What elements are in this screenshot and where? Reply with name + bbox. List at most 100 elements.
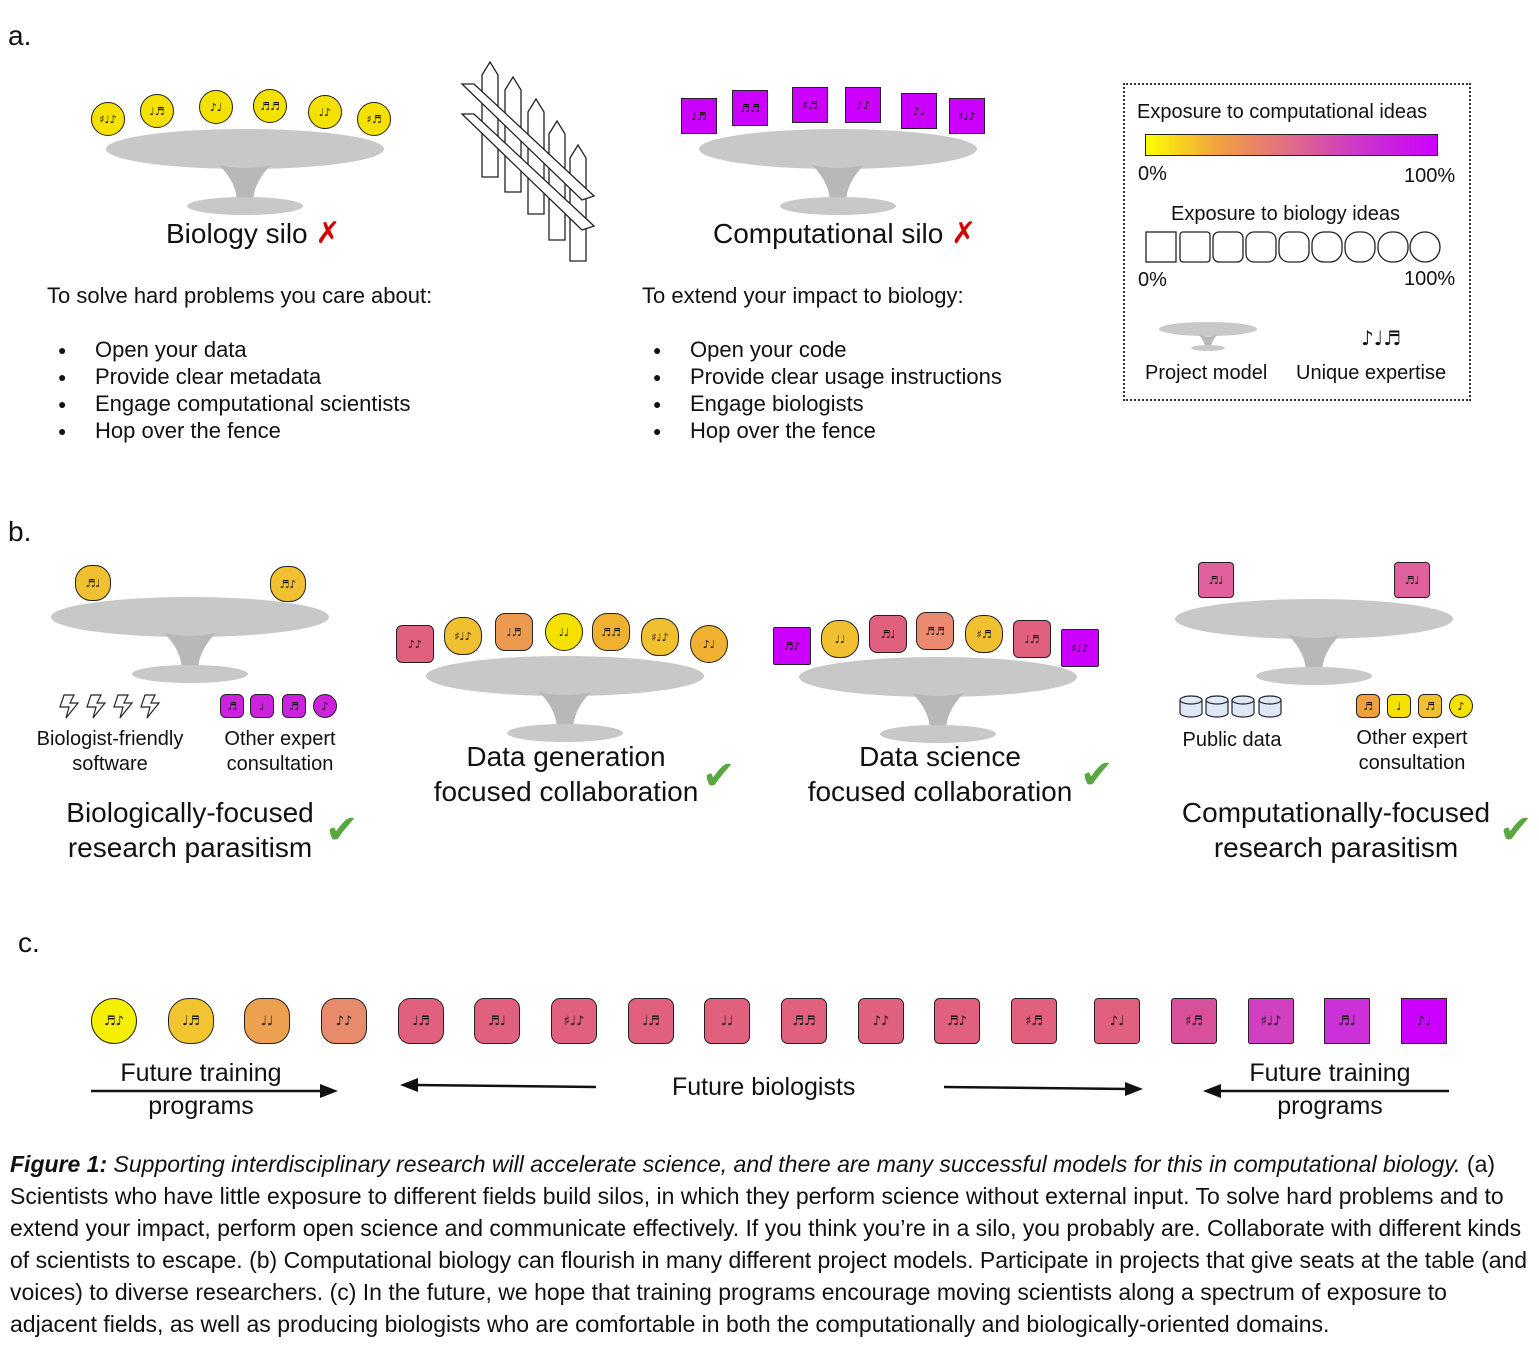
expertise-token-a-comp-1: ♩♬ bbox=[681, 98, 717, 134]
other-expert-line: consultation bbox=[226, 753, 334, 775]
expertise-token-b4-exp-3: ♬ bbox=[1418, 694, 1442, 718]
legend-comp-title: Exposure to computational ideas bbox=[1137, 101, 1428, 123]
arrows bbox=[91, 1078, 1449, 1098]
title-line: focused collaboration bbox=[433, 776, 699, 807]
comp-silo-x-icon: ✗ bbox=[951, 216, 977, 251]
legend-bio-title: Exposure to biology ideas bbox=[1171, 203, 1401, 225]
expertise-token-c-14: ♪♩ bbox=[1094, 998, 1140, 1044]
comp-list: Open your code Provide clear usage instr… bbox=[642, 336, 1002, 445]
legend-project-model: Project model bbox=[1145, 362, 1268, 384]
legend-comp-hundred: 100% bbox=[1404, 165, 1456, 187]
caption-label: Figure 1: bbox=[10, 1151, 108, 1177]
expertise-token-b3-4: ♬♬ bbox=[916, 612, 954, 650]
future-training-line: programs bbox=[1277, 1092, 1383, 1120]
table-bio-parasitism bbox=[51, 597, 329, 683]
expertise-token-b2-5: ♬♬ bbox=[592, 613, 630, 651]
bio-software-line: software bbox=[72, 753, 148, 775]
bio-parasitism-title: Biologically-focused research parasitism bbox=[40, 795, 340, 865]
expertise-token-b1-1: ♬♩ bbox=[75, 565, 111, 601]
bio-silo-title: Biology silo ✗ bbox=[166, 216, 341, 251]
comp-silo-text: Computational silo bbox=[713, 218, 944, 249]
expertise-token-c-17: ♬♩ bbox=[1324, 998, 1370, 1044]
expertise-token-b1-exp-4: ♪ bbox=[313, 694, 337, 718]
expertise-token-a-comp-2: ♬♬ bbox=[732, 90, 768, 126]
caption-body: (a) Scientists who have little exposure … bbox=[10, 1151, 1528, 1337]
future-training-line: Future training bbox=[1249, 1059, 1411, 1087]
table-comp-silo bbox=[699, 129, 977, 215]
expertise-token-b4-exp-1: ♬ bbox=[1356, 694, 1380, 718]
bio-list-item: Engage computational scientists bbox=[47, 390, 411, 418]
expertise-token-b3-2: ♩♩ bbox=[821, 620, 859, 658]
expertise-token-a-bio-3: ♪♩ bbox=[199, 90, 233, 124]
bio-list: Open your data Provide clear metadata En… bbox=[47, 336, 411, 445]
bio-silo-text: Biology silo bbox=[166, 218, 308, 249]
project-model-icon bbox=[1159, 322, 1257, 351]
notes-icon: ♪♩♬ bbox=[1361, 326, 1402, 350]
comp-list-item: Hop over the fence bbox=[642, 417, 1002, 445]
comp-list-item: Open your code bbox=[642, 336, 1002, 364]
panel-a-label: a. bbox=[8, 20, 32, 51]
bio-intro: To solve hard problems you care about: bbox=[47, 283, 433, 308]
legend bbox=[1123, 83, 1471, 401]
expertise-token-b4-exp-4: ♪ bbox=[1449, 694, 1473, 718]
bio-silo-x-icon: ✗ bbox=[315, 216, 341, 251]
expertise-token-c-4: ♪♪ bbox=[321, 998, 367, 1044]
comp-intro: To extend your impact to biology: bbox=[642, 283, 964, 308]
expertise-token-a-bio-6: ♯♬ bbox=[357, 102, 391, 136]
other-expert-line: Other expert bbox=[1356, 727, 1468, 749]
expertise-token-b2-2: ♯♩♪ bbox=[444, 617, 482, 655]
public-data-icons bbox=[1179, 695, 1282, 718]
other-expert-line: Other expert bbox=[224, 728, 336, 750]
comp-other-expert-label: Other expert consultation bbox=[1332, 726, 1492, 776]
bio-parasitism-check-icon: ✔ bbox=[325, 807, 359, 853]
comp-list-item: Provide clear usage instructions bbox=[642, 363, 1002, 391]
expertise-token-c-16: ♯♩♪ bbox=[1248, 998, 1294, 1044]
expertise-token-b2-1: ♪♪ bbox=[396, 625, 434, 663]
expertise-token-c-9: ♩♩ bbox=[704, 998, 750, 1044]
expertise-token-b1-exp-2: ♩ bbox=[250, 694, 274, 718]
expertise-token-c-6: ♬♩ bbox=[474, 998, 520, 1044]
expertise-token-a-comp-6: ♯♩♪ bbox=[949, 98, 985, 134]
expertise-token-c-18: ♪♩ bbox=[1401, 998, 1447, 1044]
bio-exposure-scale bbox=[1145, 231, 1441, 263]
expertise-token-b1-exp-3: ♬ bbox=[282, 694, 306, 718]
bio-software-line: Biologist-friendly bbox=[36, 728, 184, 750]
expertise-token-c-15: ♯♬ bbox=[1171, 998, 1217, 1044]
expertise-token-b3-1: ♬♪ bbox=[773, 627, 811, 665]
caption-italic: Supporting interdisciplinary research wi… bbox=[107, 1151, 1461, 1177]
expertise-token-b1-exp-1: ♬ bbox=[220, 694, 244, 718]
expertise-token-b2-3: ♩♬ bbox=[495, 613, 533, 651]
expertise-token-c-10: ♬♬ bbox=[781, 998, 827, 1044]
fence bbox=[460, 60, 596, 262]
bio-list-item: Provide clear metadata bbox=[47, 363, 411, 391]
table-data-science bbox=[799, 657, 1077, 743]
expertise-token-c-8: ♩♬ bbox=[628, 998, 674, 1044]
title-line: focused collaboration bbox=[807, 776, 1073, 807]
legend-comp-zero: 0% bbox=[1138, 163, 1167, 185]
expertise-token-a-bio-4: ♬♬ bbox=[253, 89, 287, 123]
legend-unique-expertise: Unique expertise bbox=[1296, 362, 1447, 384]
comp-exposure-gradient bbox=[1145, 134, 1438, 156]
other-expert-line: consultation bbox=[1358, 752, 1466, 774]
expertise-token-b3-7: ♯♩♪ bbox=[1061, 629, 1099, 667]
expertise-token-c-3: ♩♩ bbox=[244, 998, 290, 1044]
expertise-token-c-1: ♬♪ bbox=[91, 998, 137, 1044]
data-science-title: Data science focused collaboration bbox=[790, 739, 1090, 809]
comp-list-item: Engage biologists bbox=[642, 390, 1002, 418]
data-science-check-icon: ✔ bbox=[1080, 752, 1114, 798]
expertise-token-a-comp-5: ♪♩ bbox=[901, 93, 937, 129]
comp-parasitism-title: Computationally-focused research parasit… bbox=[1166, 795, 1506, 865]
title-line: research parasitism bbox=[67, 832, 313, 863]
expertise-token-b3-3: ♬♩ bbox=[869, 615, 907, 653]
bio-software-label: Biologist-friendly software bbox=[20, 727, 200, 777]
expertise-token-c-13: ♯♬ bbox=[1011, 998, 1057, 1044]
expertise-token-b4-exp-2: ♩ bbox=[1387, 694, 1411, 718]
table-comp-parasitism bbox=[1175, 599, 1453, 685]
legend-bio-zero: 0% bbox=[1138, 269, 1167, 291]
future-training-right: Future training programs bbox=[1225, 1057, 1435, 1123]
expertise-token-a-bio-2: ♩♬ bbox=[140, 94, 174, 128]
bio-list-item: Hop over the fence bbox=[47, 417, 411, 445]
expertise-token-a-bio-5: ♩♪ bbox=[308, 95, 342, 129]
expertise-token-b2-7: ♪♩ bbox=[690, 625, 728, 663]
expertise-token-b2-4: ♩♩ bbox=[545, 613, 583, 651]
